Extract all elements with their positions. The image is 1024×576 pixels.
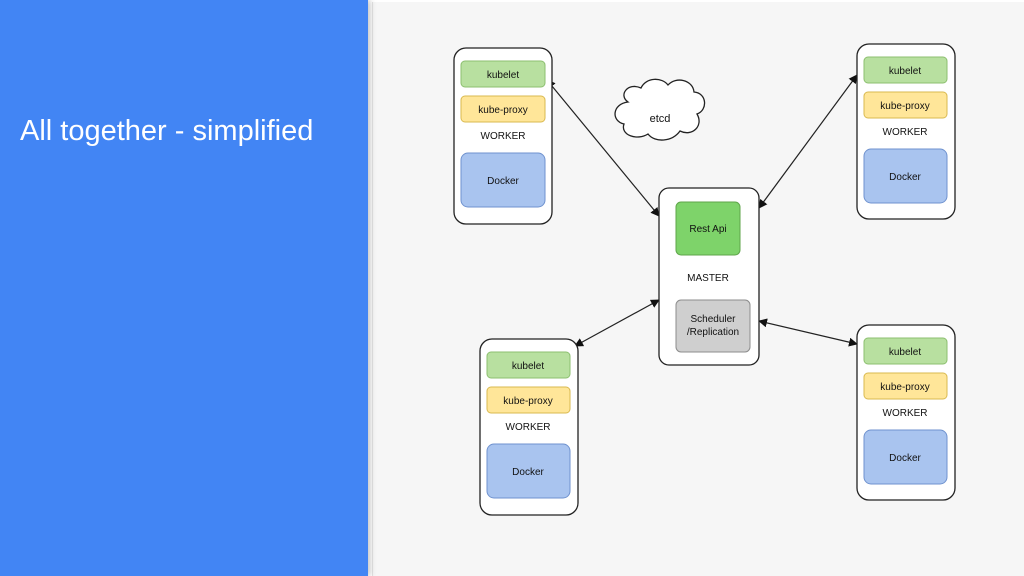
docker-box bbox=[486, 443, 571, 499]
kube-proxy-box bbox=[486, 386, 571, 414]
connector-worker-bottom-left bbox=[574, 299, 660, 347]
rest-api-label: Rest Api bbox=[689, 224, 726, 235]
connector-worker-top-left bbox=[546, 79, 660, 217]
docker-label: Docker bbox=[487, 176, 519, 187]
kube-proxy-box bbox=[863, 372, 948, 400]
connectors bbox=[546, 74, 858, 347]
worker-label: WORKER bbox=[481, 131, 526, 142]
master-node: Rest Api MASTER Scheduler /Replication bbox=[658, 187, 760, 366]
kube-proxy-label: kube-proxy bbox=[478, 105, 527, 116]
worker-node-top-left: kubelet kube-proxy WORKER Docker bbox=[453, 47, 553, 225]
worker-label: WORKER bbox=[883, 408, 928, 419]
slide-title: All together - simplified bbox=[20, 115, 314, 147]
etcd-label: etcd bbox=[650, 113, 671, 125]
scheduler-label-line1: Scheduler bbox=[690, 314, 736, 325]
kubelet-label: kubelet bbox=[889, 347, 921, 358]
worker-node-top-right: kubelet kube-proxy WORKER Docker bbox=[856, 43, 956, 220]
worker-label: WORKER bbox=[506, 422, 551, 433]
kubelet-box bbox=[486, 351, 571, 379]
scheduler-box bbox=[675, 299, 751, 353]
kubelet-label: kubelet bbox=[487, 70, 519, 81]
kubelet-label: kubelet bbox=[512, 361, 544, 372]
kube-proxy-label: kube-proxy bbox=[503, 396, 552, 407]
kube-proxy-box bbox=[863, 91, 948, 119]
kube-proxy-label: kube-proxy bbox=[880, 101, 929, 112]
connector-worker-top-right bbox=[758, 74, 858, 209]
docker-label: Docker bbox=[512, 467, 544, 478]
worker-node-bottom-right: kubelet kube-proxy WORKER Docker bbox=[856, 324, 956, 501]
docker-box bbox=[863, 148, 948, 204]
kubelet-box bbox=[863, 337, 948, 365]
scheduler-label-line2: /Replication bbox=[687, 327, 739, 338]
etcd-cloud: etcd bbox=[614, 78, 706, 141]
kubelet-label: kubelet bbox=[889, 66, 921, 77]
kube-proxy-box bbox=[460, 95, 546, 123]
connector-worker-bottom-right bbox=[758, 318, 858, 347]
docker-box bbox=[863, 429, 948, 485]
rest-api-box bbox=[675, 201, 741, 256]
docker-box bbox=[460, 152, 546, 208]
kubelet-box bbox=[460, 60, 546, 88]
worker-label: WORKER bbox=[883, 127, 928, 138]
kubelet-box bbox=[863, 56, 948, 84]
title-panel: All together - simplified bbox=[0, 0, 368, 576]
master-label: MASTER bbox=[687, 273, 729, 284]
docker-label: Docker bbox=[889, 453, 921, 464]
docker-label: Docker bbox=[889, 172, 921, 183]
worker-node-bottom-left: kubelet kube-proxy WORKER Docker bbox=[479, 338, 579, 516]
kube-proxy-label: kube-proxy bbox=[880, 382, 929, 393]
